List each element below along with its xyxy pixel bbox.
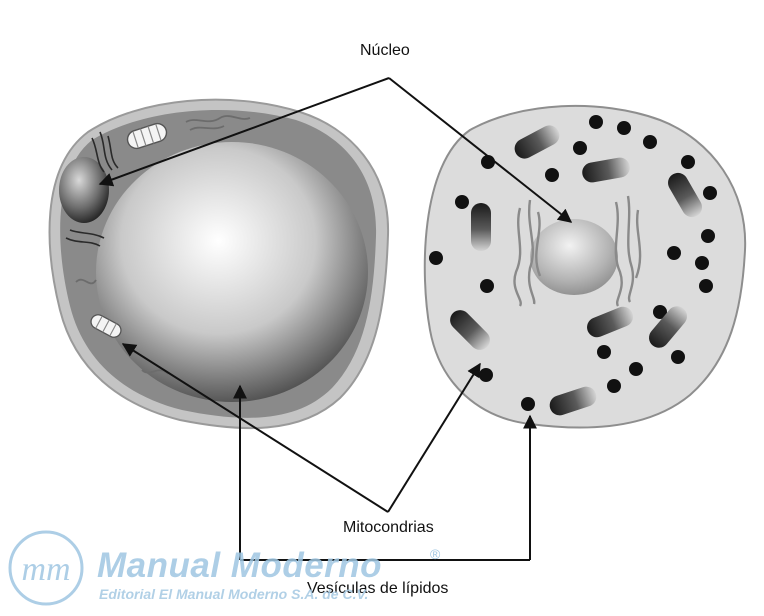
endoplasmic-reticulum-strands: [65, 131, 119, 247]
endoplasmic-reticulum-brown: [513, 195, 642, 307]
label-lipid-vesicles: Vesículas de lípidos: [307, 580, 449, 597]
white-adipocyte-nucleus: [59, 157, 109, 223]
lipid-droplet-large: [96, 142, 368, 402]
leader-lines: [98, 77, 573, 561]
nucleus-arrow-left: [98, 77, 390, 187]
brown-adipocyte: [423, 104, 747, 429]
mitochondrion-white-1: [126, 122, 168, 150]
watermark-logo-text: mm: [21, 551, 70, 588]
label-nucleus: Núcleo: [360, 42, 410, 59]
label-mitochondria: Mitocondrias: [343, 519, 434, 536]
mitochondrion-white-2: [90, 314, 122, 338]
lipid-droplets-small: [429, 115, 717, 411]
watermark-subtitle: Editorial El Manual Moderno S.A. de C.V.: [99, 586, 369, 602]
mitochondria-arrow-left: [121, 343, 389, 513]
golgi-faint: [75, 115, 251, 375]
mitochondria-brown: [450, 125, 702, 416]
white-adipocyte: [48, 98, 390, 430]
brown-adipocyte-nucleus: [530, 219, 618, 295]
watermark-title: Manual Moderno: [97, 546, 383, 585]
nucleus-arrow-right: [388, 77, 573, 223]
mitochondria-arrow-right: [387, 362, 481, 513]
watermark-registered-mark: ®: [430, 546, 441, 562]
watermark-logo: mm: [8, 530, 84, 606]
